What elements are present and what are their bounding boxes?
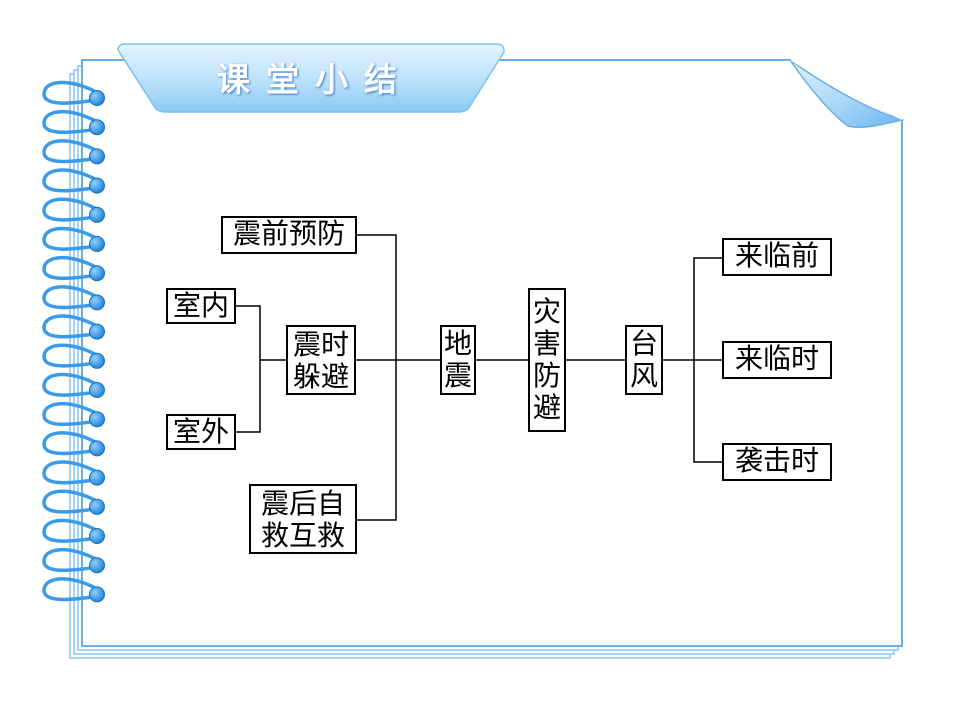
spiral-ring (42, 577, 105, 603)
node-during-quake: 震时躲避 (286, 325, 356, 395)
spiral-ring (42, 168, 105, 194)
page-curl (789, 59, 905, 129)
node-char: 灾 (532, 295, 561, 328)
spiral-ring (42, 255, 105, 282)
spiral-ring (42, 372, 105, 398)
node-before-quake: 震前预防 (221, 216, 357, 254)
spiral-ring (42, 80, 105, 106)
spiral-binding (42, 80, 105, 603)
spiral-ring (42, 343, 105, 369)
node-after-quake: 震后自救互救 (249, 484, 357, 554)
spiral-ring (42, 401, 105, 428)
node-char: 台 (629, 327, 658, 360)
spiral-ring (42, 226, 105, 252)
spiral-ring (42, 489, 105, 515)
node-typhoon: 台风 (625, 325, 663, 395)
node-outdoor: 室外 (166, 414, 236, 450)
node-char: 地 (443, 327, 472, 360)
node-typhoon-during: 来临时 (722, 341, 832, 379)
node-char: 避 (532, 391, 561, 424)
node-indoor: 室内 (166, 288, 236, 324)
spiral-ring (42, 197, 105, 223)
spiral-ring (42, 547, 105, 574)
spiral-ring (42, 431, 105, 457)
node-char: 风 (629, 359, 658, 392)
connector-outdoor (235, 360, 261, 433)
connector-before-quake (356, 234, 397, 521)
spiral-ring (42, 518, 105, 544)
node-char: 防 (532, 359, 561, 392)
node-quake: 地震 (440, 325, 476, 395)
spiral-ring (42, 285, 105, 311)
node-typhoon-hit: 袭击时 (722, 443, 832, 481)
node-char: 害 (532, 327, 561, 360)
node-char: 震 (443, 359, 472, 392)
node-root: 灾害防避 (528, 288, 566, 432)
connector-indoor (235, 305, 286, 361)
spiral-ring (42, 314, 105, 340)
spiral-ring (42, 109, 105, 136)
spiral-ring (42, 139, 105, 165)
title-tab (117, 43, 505, 113)
spiral-ring (42, 460, 105, 486)
tab-title: 课堂小结 (217, 60, 413, 99)
node-typhoon-before: 来临前 (722, 238, 832, 276)
